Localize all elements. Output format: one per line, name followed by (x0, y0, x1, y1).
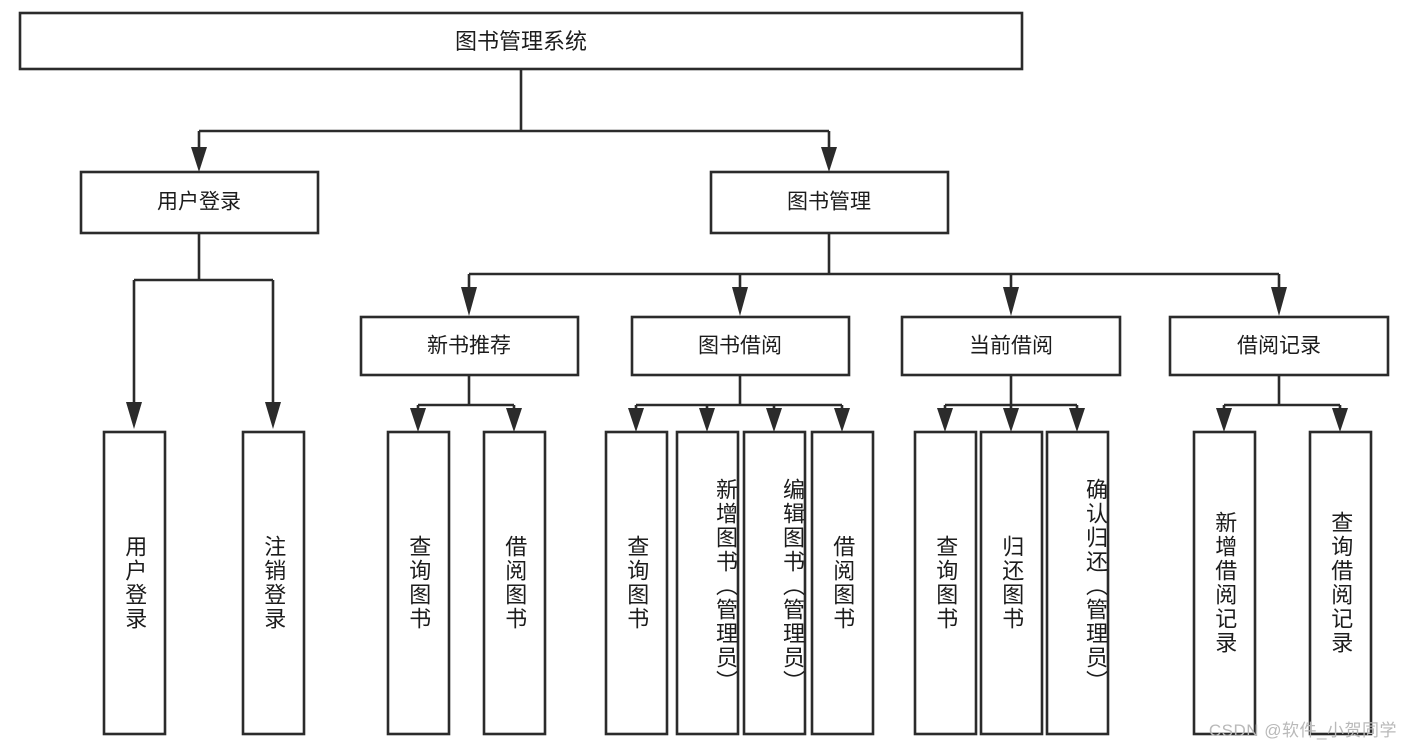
leaf-query-record-rect[interactable] (1308, 430, 1373, 736)
leaf-logout-rect[interactable] (241, 430, 306, 736)
arrow-head-new-book-recommend (461, 287, 477, 316)
leaf-borrow-book-1-rect[interactable] (482, 430, 547, 736)
node-current-borrow-rect[interactable] (900, 315, 1122, 377)
arrow-head-leaf-return-book (1003, 408, 1019, 432)
arrow-head-book-manage (821, 147, 837, 172)
node-borrow-record-label: 借阅记录 (1237, 335, 1321, 358)
leaf-node-add-record[interactable] (1192, 430, 1257, 736)
csdn-watermark: CSDN @软件_小贺同学 (1208, 721, 1397, 740)
leaf-add-book-rect[interactable] (675, 430, 740, 736)
connector-group-root (191, 69, 837, 172)
connector-group-new-book-recommend (410, 375, 522, 432)
leaf-node-return-book[interactable] (979, 430, 1044, 736)
leaf-node-query-record[interactable] (1308, 430, 1373, 736)
node-new-book-recommend[interactable]: 新书推荐 (359, 315, 580, 377)
leaf-node-user-login[interactable] (102, 430, 167, 736)
arrow-head-leaf-confirm-return (1069, 408, 1085, 432)
node-root-rect[interactable] (18, 11, 1024, 71)
node-borrow-record[interactable]: 借阅记录 (1168, 315, 1390, 377)
arrow-head-leaf-query-record (1332, 408, 1348, 432)
arrow-head-leaf-borrow-book-1 (506, 408, 522, 432)
leaf-add-record-rect[interactable] (1192, 430, 1257, 736)
leaf-node-confirm-return[interactable] (1045, 430, 1110, 736)
leaf-node-borrow-book-2[interactable] (810, 430, 875, 736)
leaf-return-book-rect[interactable] (979, 430, 1044, 736)
arrow-head-leaf-user-login (126, 402, 142, 429)
arrow-head-user-login (191, 147, 207, 172)
connector-group-borrow-record (1216, 375, 1348, 432)
node-book-borrow-rect[interactable] (630, 315, 851, 377)
node-user-login-rect[interactable] (79, 170, 320, 235)
node-book-manage[interactable]: 图书管理 (709, 170, 950, 235)
arrow-head-leaf-logout (265, 402, 281, 429)
leaf-node-edit-book[interactable] (742, 430, 807, 736)
arrow-head-leaf-add-record (1216, 408, 1232, 432)
leaf-query-book-1-rect[interactable] (386, 430, 451, 736)
arrow-head-leaf-query-book-2 (628, 408, 644, 432)
node-current-borrow[interactable]: 当前借阅 (900, 315, 1122, 377)
node-root-label: 图书管理系统 (455, 29, 587, 54)
node-current-borrow-label: 当前借阅 (969, 335, 1053, 358)
arrow-head-leaf-borrow-book-2 (834, 408, 850, 432)
leaf-node-borrow-book-1[interactable] (482, 430, 547, 736)
node-book-borrow[interactable]: 图书借阅 (630, 315, 851, 377)
leaf-edit-book-rect[interactable] (742, 430, 807, 736)
connector-group-book-borrow (628, 375, 850, 432)
arrow-head-leaf-query-book-1 (410, 408, 426, 432)
node-book-borrow-label: 图书借阅 (698, 335, 782, 358)
leaf-node-query-book-3[interactable] (913, 430, 978, 736)
arrow-head-leaf-edit-book (766, 408, 782, 432)
leaf-node-query-book-1[interactable] (386, 430, 451, 736)
node-book-manage-label: 图书管理 (787, 191, 871, 214)
connector-group-book-manage (461, 233, 1287, 316)
leaf-query-book-3-rect[interactable] (913, 430, 978, 736)
connector-group-user-login (126, 233, 281, 429)
arrow-head-leaf-add-book (699, 408, 715, 432)
leaf-node-query-book-2[interactable] (604, 430, 669, 736)
leaf-node-add-book[interactable] (675, 430, 740, 736)
leaf-borrow-book-2-rect[interactable] (810, 430, 875, 736)
node-user-login-label: 用户登录 (157, 191, 241, 214)
arrow-head-leaf-query-book-3 (937, 408, 953, 432)
connector-group-current-borrow (937, 375, 1085, 432)
leaf-user-login-rect[interactable] (102, 430, 167, 736)
leaf-confirm-return-rect[interactable] (1045, 430, 1110, 736)
node-book-manage-rect[interactable] (709, 170, 950, 235)
node-user-login[interactable]: 用户登录 (79, 170, 320, 235)
leaf-query-book-2-rect[interactable] (604, 430, 669, 736)
arrow-head-current-borrow (1003, 287, 1019, 316)
arrow-head-book-borrow (732, 287, 748, 316)
arrow-head-borrow-record (1271, 287, 1287, 316)
node-borrow-record-rect[interactable] (1168, 315, 1390, 377)
node-new-book-recommend-label: 新书推荐 (427, 335, 511, 358)
node-new-book-recommend-rect[interactable] (359, 315, 580, 377)
leaf-node-logout[interactable] (241, 430, 306, 736)
node-root[interactable]: 图书管理系统 (18, 11, 1024, 71)
